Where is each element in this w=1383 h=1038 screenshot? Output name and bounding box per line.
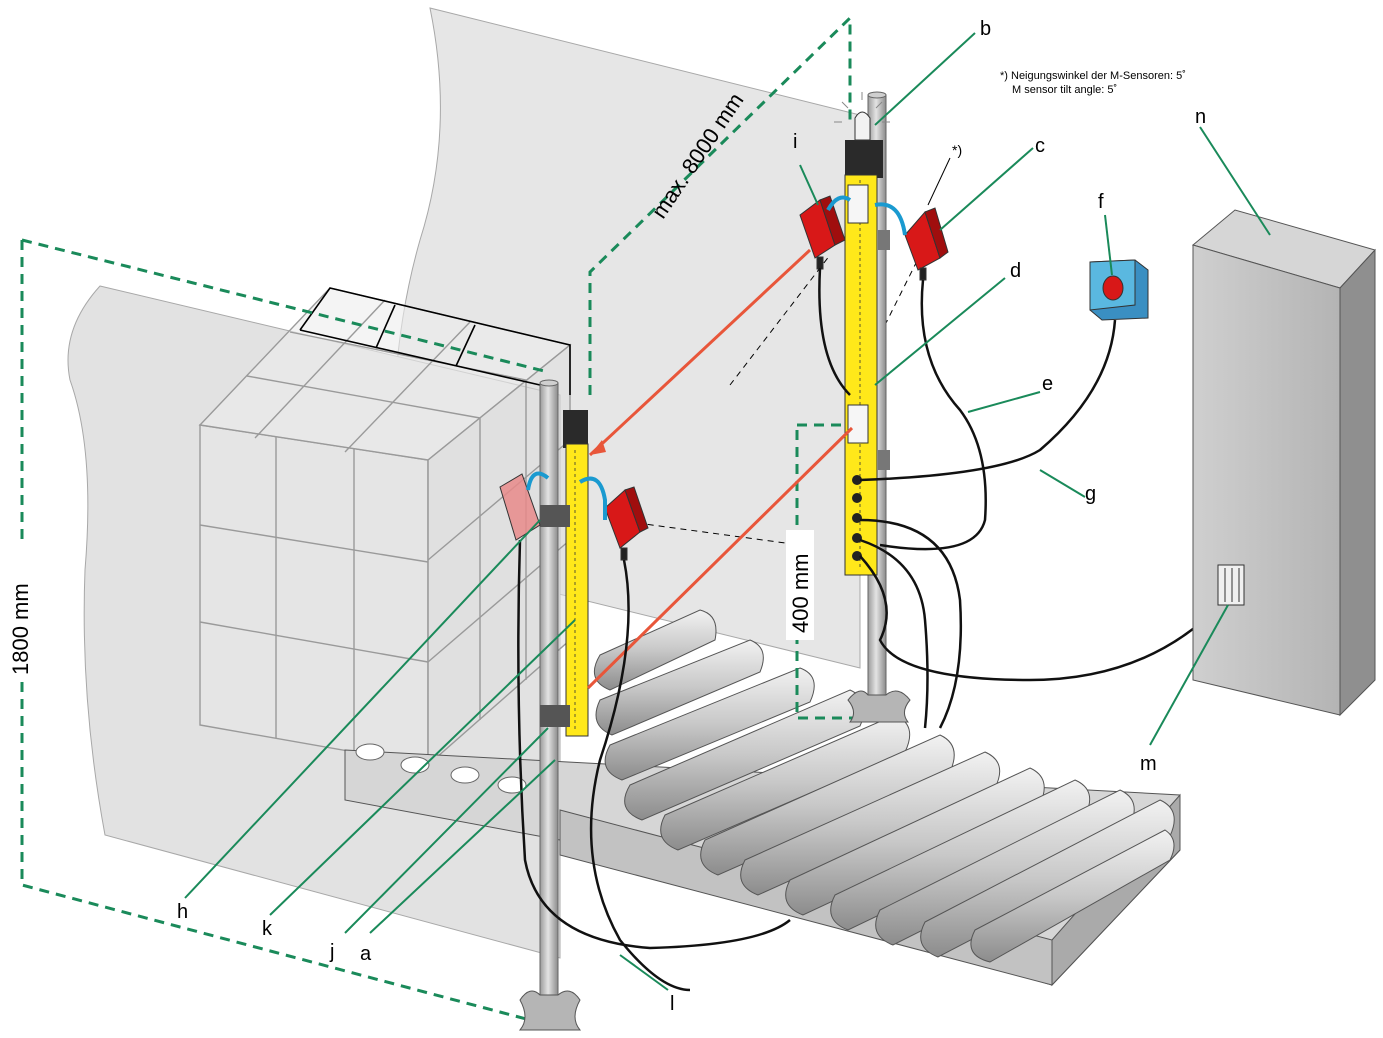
- label-c: c: [1035, 135, 1045, 157]
- label-l: l: [670, 993, 674, 1015]
- label-tilt-note: *): [952, 142, 962, 158]
- left-mounting-column: [518, 379, 582, 1031]
- callout-lines: [184, 32, 1271, 991]
- label-a: a: [360, 943, 372, 965]
- label-n: n: [1195, 106, 1206, 128]
- dimension-height: 1800 mm: [5, 540, 35, 680]
- muting-lamp: [834, 92, 890, 141]
- label-j: j: [329, 941, 334, 963]
- left-safety-light-curtain: [540, 410, 589, 737]
- dimension-max-distance: max. 8000 mm: [646, 88, 748, 223]
- pallet-load: [198, 287, 572, 767]
- label-d: d: [1010, 260, 1021, 282]
- spacing-label: 400 mm: [788, 554, 813, 633]
- tilt-angle-pointer: [927, 157, 951, 206]
- label-e: e: [1042, 373, 1053, 395]
- pallet-top-frame: [299, 287, 571, 395]
- dimension-spacing: 400 mm: [786, 530, 814, 640]
- label-m: m: [1140, 753, 1157, 775]
- height-label: 1800 mm: [8, 583, 33, 675]
- label-f: f: [1098, 191, 1104, 213]
- cables: [517, 267, 1226, 992]
- muting-override-button-box: [1089, 259, 1149, 321]
- control-cabinet: [1191, 209, 1376, 717]
- footnote-line-2: M sensor tilt angle: 5˚: [1012, 84, 1117, 96]
- roller-conveyor: [344, 609, 1181, 987]
- label-g: g: [1085, 483, 1096, 505]
- sensor-brackets: [526, 195, 907, 520]
- muting-sensors: [499, 195, 949, 561]
- light-beams: [586, 248, 854, 690]
- beam-arrowhead: [590, 440, 606, 455]
- label-k: k: [262, 918, 273, 940]
- right-safety-light-curtain: [844, 140, 890, 576]
- label-h: h: [177, 901, 188, 923]
- label-i: i: [793, 131, 797, 153]
- footnote-line-1: *) Neigungswinkel der M-Sensoren: 5˚: [1000, 70, 1186, 82]
- label-b: b: [980, 18, 991, 40]
